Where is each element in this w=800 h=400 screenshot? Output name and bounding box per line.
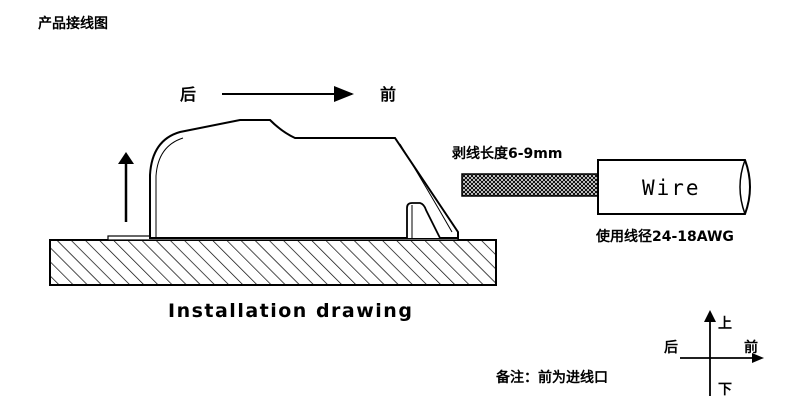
connector-inner-edge [155, 137, 184, 238]
installation-caption: Installation drawing [168, 300, 413, 322]
mounting-base [49, 239, 497, 286]
axis-up-label: 上 [718, 316, 732, 332]
note-text: 备注：前为进线口 [495, 369, 608, 386]
axis-front-label: 前 [744, 339, 758, 356]
axis-front-arrowhead [752, 353, 764, 363]
wire-gauge-label: 使用线径24-18AWG [595, 228, 734, 245]
wire-label: Wire [642, 176, 701, 200]
axis-down-label: 下 [718, 382, 732, 398]
axis-back-label: 后 [664, 339, 678, 356]
direction-back-label: 后 [180, 85, 196, 104]
connector-slope-edge [399, 143, 453, 233]
wire-entry-port [406, 202, 441, 239]
strip-length-label: 剥线长度6-9mm [452, 145, 562, 162]
axis-up-arrowhead [704, 310, 716, 322]
direction-front-label: 前 [380, 85, 396, 104]
connector-body [149, 119, 459, 239]
up-arrow-head [118, 152, 134, 164]
page-title: 产品接线图 [38, 15, 108, 32]
stripped-conductor [461, 173, 599, 197]
wire-cut-end [739, 159, 746, 215]
